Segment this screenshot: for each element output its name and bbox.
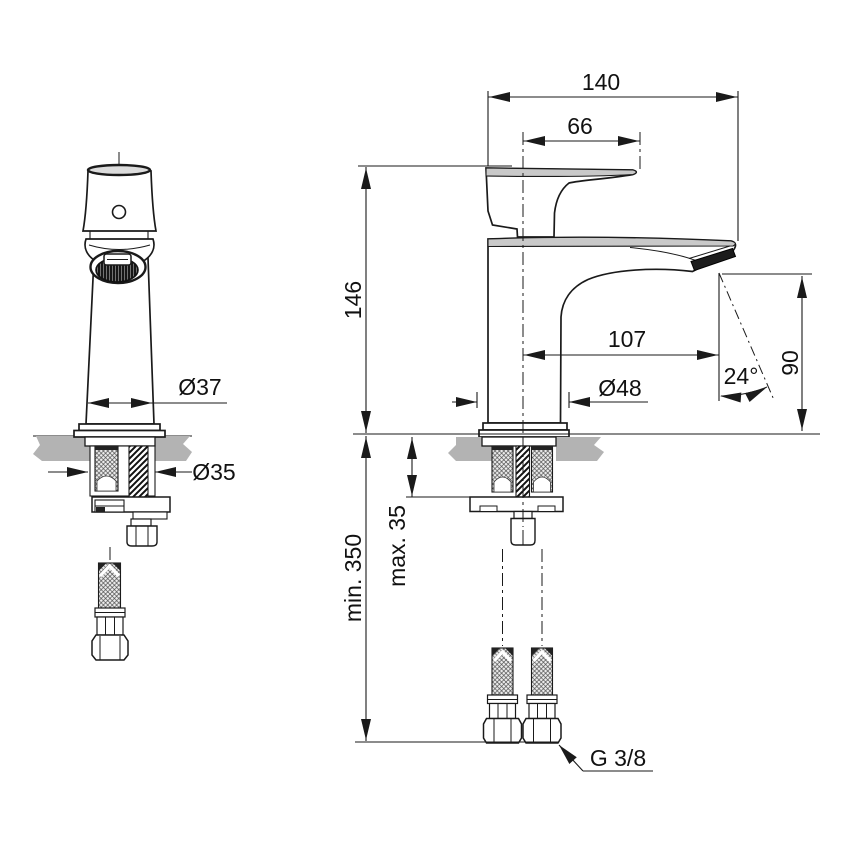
dim-spray-angle-24: 24° — [718, 272, 775, 403]
hose-nut — [91, 634, 129, 661]
front-handle-dot — [111, 204, 127, 220]
hose-braid-chevron — [98, 563, 121, 578]
side-handle-top-blade — [485, 167, 637, 178]
front-handle-body — [81, 170, 158, 232]
side-counter-left — [448, 437, 492, 461]
front-counter-left — [33, 436, 90, 461]
dim-label-24deg: 24° — [724, 363, 759, 389]
dim-base-diameter-48: Ø48 — [452, 375, 648, 408]
front-stud-nut-top — [130, 518, 152, 527]
side-braid-left-band — [492, 446, 513, 450]
front-shank-collar — [84, 436, 156, 447]
dim-label-140: 140 — [582, 69, 620, 95]
hose-collar-cage — [528, 702, 556, 720]
side-shank-collar — [481, 436, 557, 447]
hose-nut-facets — [533, 719, 551, 743]
hose-braid — [530, 647, 554, 696]
hose-braid-chevron — [492, 649, 513, 663]
front-threaded-stud — [128, 445, 149, 498]
hose-nut — [482, 717, 523, 744]
dim-label-max35: max. 35 — [384, 505, 410, 587]
front-housing-ring — [88, 244, 151, 250]
dim-spout-reach-107: 107 — [523, 326, 719, 360]
hose-braid-corners — [531, 648, 553, 656]
hose-collar-cage — [488, 702, 517, 720]
hose-braid-corners — [492, 648, 513, 656]
side-body-top-rim — [487, 236, 736, 248]
dim-label-66: 66 — [567, 113, 593, 139]
dim-label-90: 90 — [777, 350, 803, 376]
dim-label-min350: min. 350 — [340, 534, 366, 622]
hose-cage-slots — [497, 703, 508, 719]
front-stud-nut-facets — [135, 526, 149, 546]
hose-cage-slots — [537, 703, 547, 719]
dim-overall-depth-140: 140 — [487, 69, 739, 241]
side-flange-top — [482, 422, 568, 431]
hose-nut-facets — [493, 719, 512, 743]
dim-label-d35: Ø35 — [192, 459, 235, 485]
side-aerator-upper-line — [688, 245, 731, 259]
dim-deck-max35: max. 35 — [384, 437, 478, 587]
hose-nut — [522, 717, 562, 744]
hose-braid-corners — [98, 563, 121, 571]
dim-label-146: 146 — [340, 281, 366, 319]
side-plate-notch-right — [537, 505, 556, 512]
dim-column-diameter: Ø37 — [88, 374, 227, 408]
front-flange-top — [78, 423, 161, 432]
side-braid-left-tube — [493, 476, 512, 493]
side-braid-right-tube — [533, 476, 551, 493]
side-plate-notch-left — [479, 505, 498, 512]
dim-label-d48: Ø48 — [598, 375, 641, 401]
side-view: 140 66 146 107 — [340, 69, 820, 772]
dim-label-107: 107 — [608, 326, 646, 352]
front-braid-top-band — [95, 446, 118, 450]
dim-handle-depth-66: 66 — [523, 113, 641, 172]
front-braid-tube-end — [96, 475, 117, 492]
dim-thread-g38: G 3/8 — [555, 741, 653, 772]
hose-cage-slots — [105, 617, 115, 635]
front-clamp-mark — [96, 507, 105, 512]
front-handle-top — [86, 163, 152, 177]
side-aerator — [690, 247, 737, 272]
dim-hole-diameter: Ø35 — [48, 459, 236, 485]
dim-hose-min350: min. 350 — [340, 436, 371, 741]
side-handle — [485, 167, 638, 238]
dim-label-d37: Ø37 — [178, 374, 221, 400]
hose-braid — [97, 562, 122, 610]
side-supply-hose-left — [482, 647, 523, 744]
dim-label-g38: G 3/8 — [590, 745, 646, 771]
hose-collar-cage — [96, 616, 124, 636]
side-counter-right — [556, 437, 604, 461]
hose-braid-chevron — [532, 649, 552, 663]
front-flange-bottom — [73, 429, 166, 438]
side-supply-hose-right — [522, 647, 562, 744]
side-braid-right-band — [531, 446, 553, 450]
front-view: Ø37 Ø35 — [33, 152, 236, 661]
dim-outlet-height-90: 90 — [722, 273, 812, 431]
front-plate-step — [132, 511, 168, 520]
front-stud-nut — [126, 525, 158, 547]
hose-nut-facets — [99, 636, 121, 660]
dim-height-146: 146 — [340, 165, 512, 433]
front-counter-right — [155, 436, 192, 461]
hose-braid — [491, 647, 514, 696]
front-supply-hose — [91, 562, 129, 661]
